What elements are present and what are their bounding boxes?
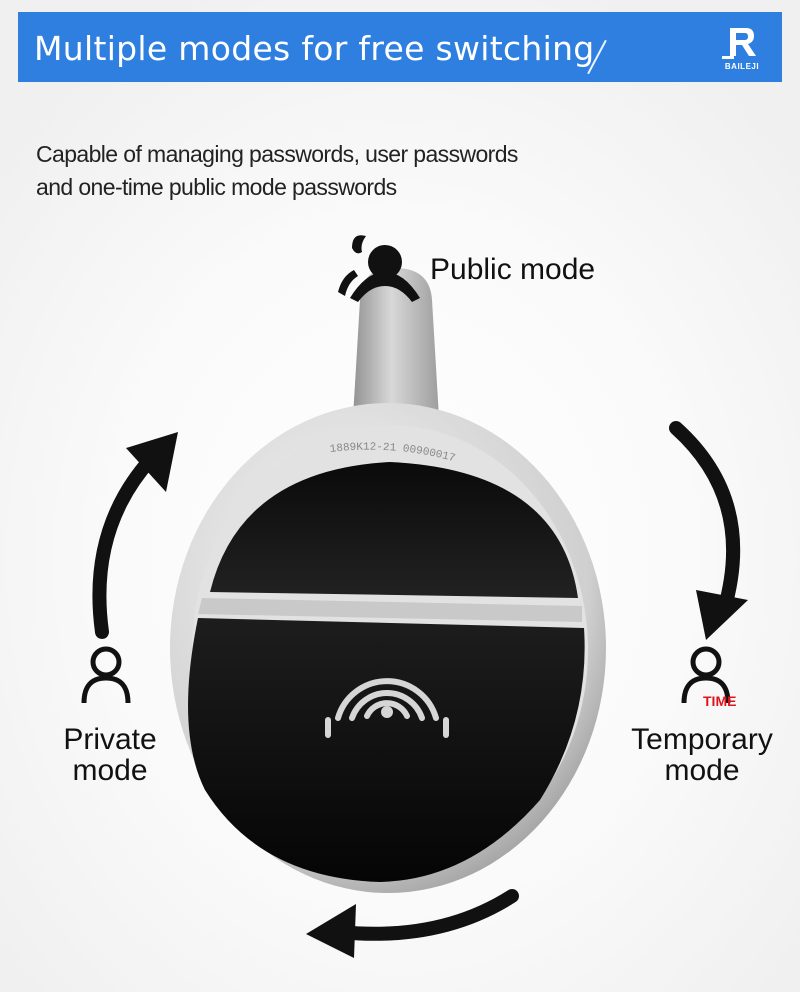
lock-body — [170, 403, 606, 893]
description-text: Capable of managing passwords, user pass… — [36, 138, 636, 204]
user-icon — [81, 646, 131, 704]
lock-keypad-face — [188, 618, 585, 882]
lock-top-window — [210, 462, 578, 598]
description-line-1: Capable of managing passwords, user pass… — [36, 141, 518, 167]
time-badge: TIME — [703, 693, 736, 709]
public-users-icon — [338, 235, 420, 302]
private-mode-line-1: Private — [63, 723, 157, 756]
brand-logo-mark-icon — [722, 28, 756, 59]
temporary-mode-line-2: mode — [664, 754, 740, 787]
brand-logo: BAILEJI — [712, 24, 772, 74]
public-mode-label: Public mode — [430, 253, 596, 286]
temporary-mode-label: Temporary mode — [612, 724, 792, 786]
user-time-icon — [681, 646, 731, 704]
cycle-arrow-right — [669, 421, 748, 640]
header-title: Multiple modes for free switching — [34, 29, 595, 68]
private-mode-label: Private mode — [50, 724, 170, 786]
lock-divider — [198, 598, 582, 622]
description-line-2: and one-time public mode passwords — [36, 174, 397, 200]
temporary-mode-line-1: Temporary — [631, 723, 773, 756]
nfc-signal-icon — [325, 678, 449, 738]
header-banner: Multiple modes for free switching BAILEJ… — [18, 12, 782, 82]
cycle-arrow-bottom — [306, 889, 519, 958]
cycle-arrow-left — [92, 432, 178, 639]
private-mode-line-2: mode — [72, 754, 148, 787]
brand-logo-text: BAILEJI — [724, 62, 760, 71]
